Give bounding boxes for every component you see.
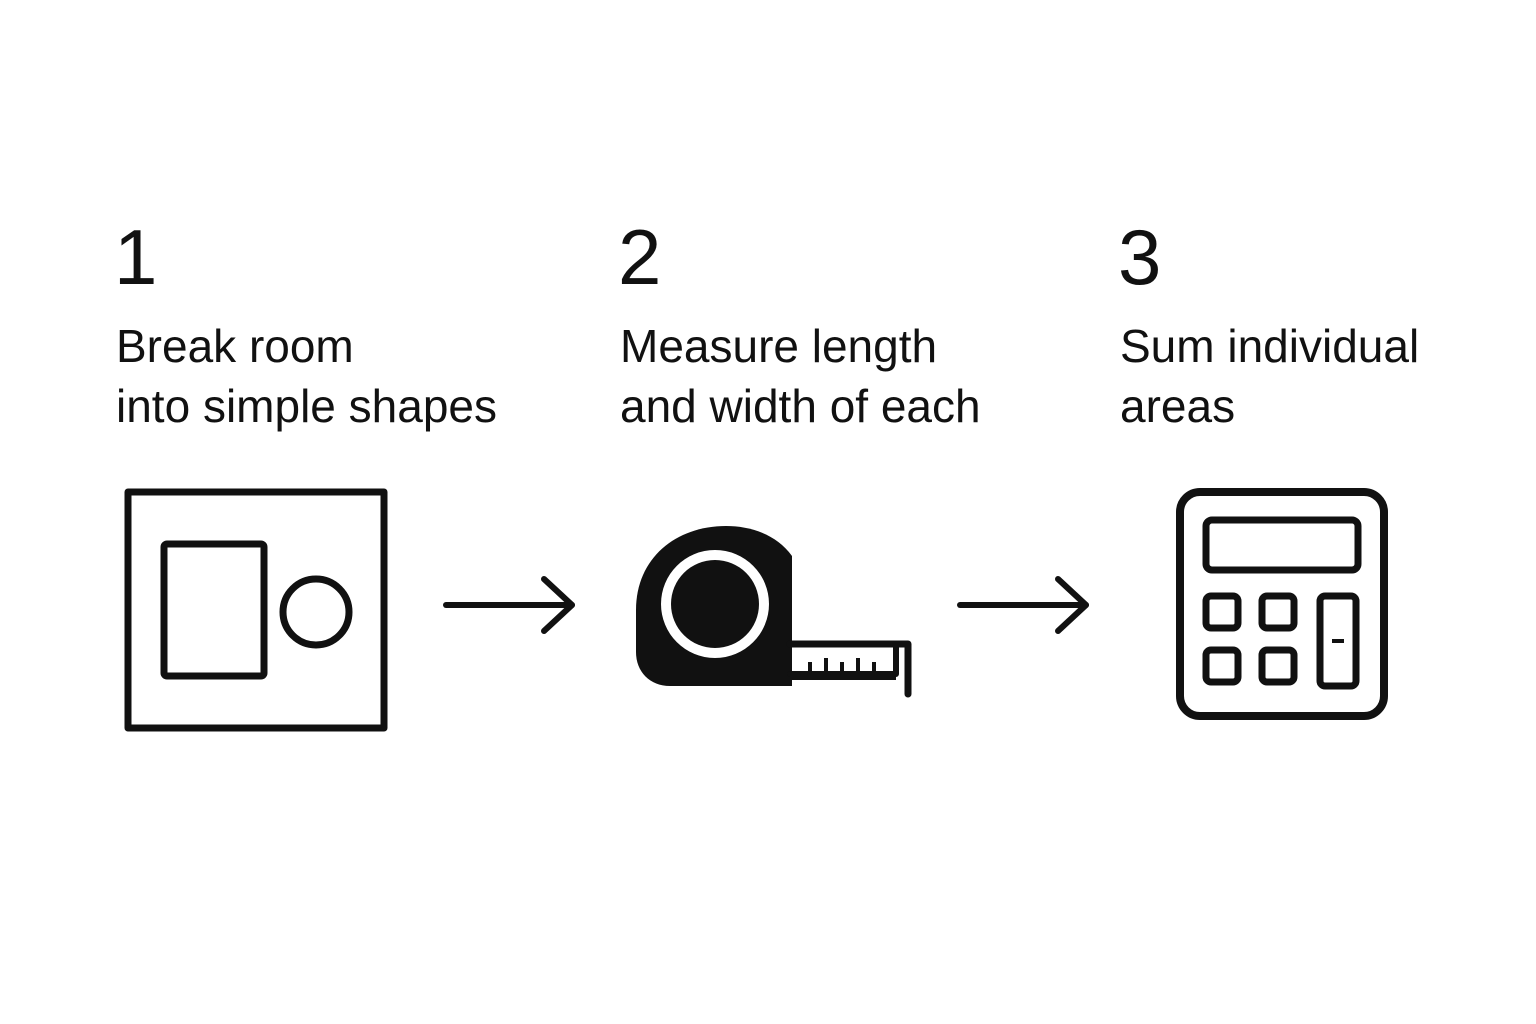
step-1-description: Break room into simple shapes (116, 316, 497, 436)
step-3-line-2: areas (1120, 380, 1236, 432)
step-2-number: 2 (618, 213, 662, 301)
arrow-right-icon (957, 576, 1089, 634)
tape-measure-icon (636, 526, 912, 698)
arrow-right-icon (443, 576, 575, 634)
step-3-description: Sum individual areas (1120, 316, 1419, 436)
step-3-number: 3 (1118, 213, 1162, 301)
room-shapes-icon (124, 488, 388, 732)
step-2-description: Measure length and width of each (620, 316, 981, 436)
step-2-line-2: and width of each (620, 380, 981, 432)
calculator-icon (1176, 488, 1388, 720)
step-1-line-1: Break room (116, 320, 354, 372)
step-1-number: 1 (114, 213, 158, 301)
step-3-line-1: Sum individual (1120, 320, 1420, 372)
step-2-line-1: Measure length (620, 320, 938, 372)
step-1-line-2: into simple shapes (116, 380, 497, 432)
